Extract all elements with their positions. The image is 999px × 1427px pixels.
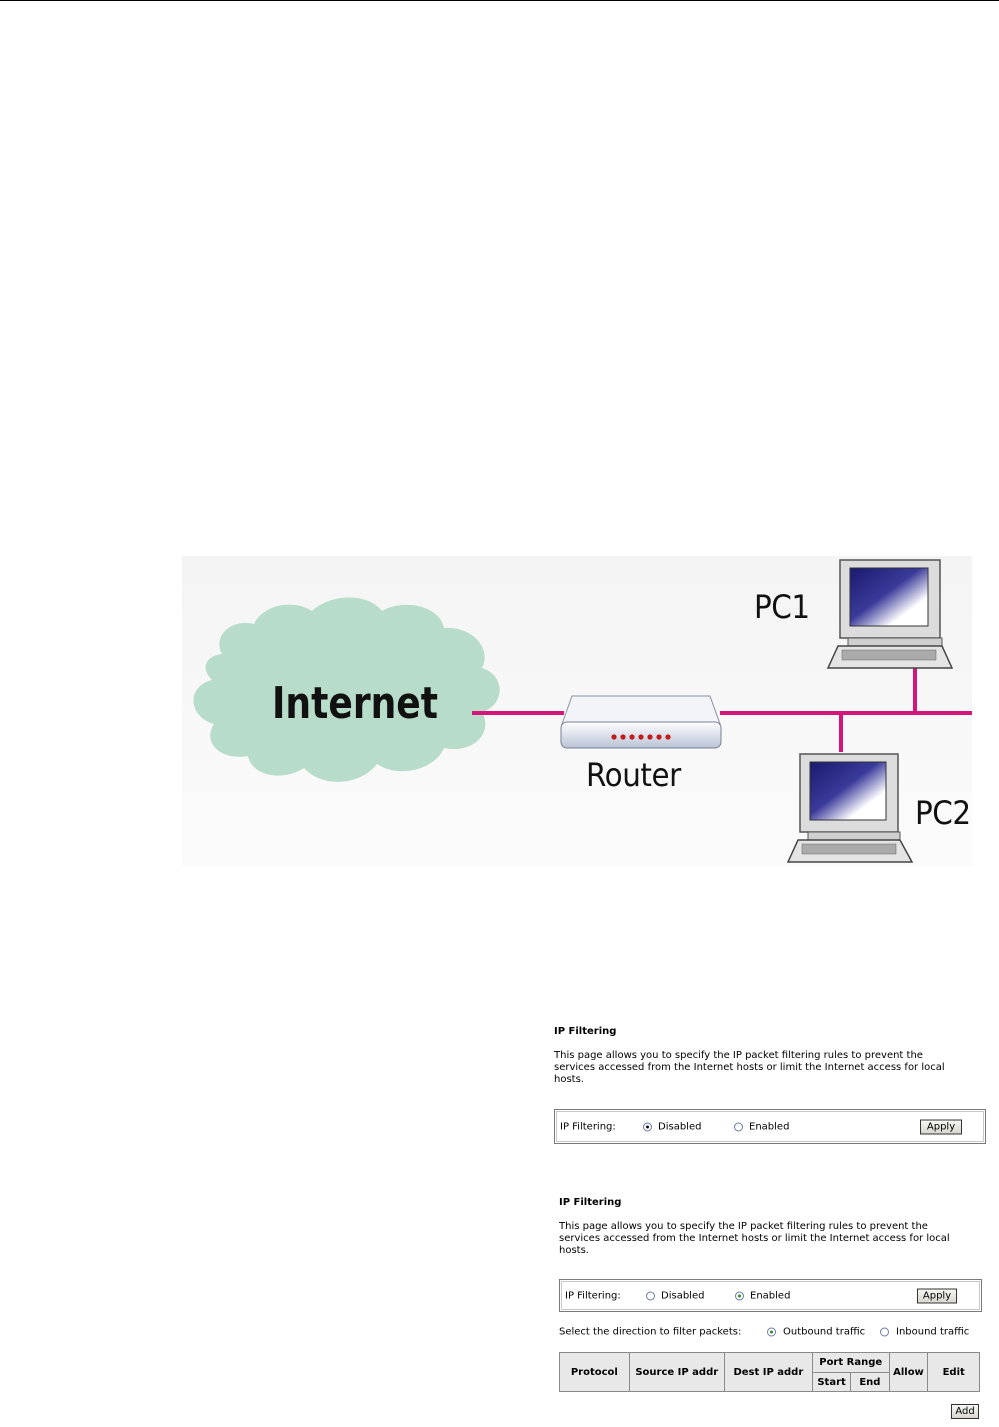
page-top-rule (0, 0, 999, 1)
direction-label: Select the direction to filter packets: (559, 1327, 741, 1338)
col-port-end: End (851, 1373, 889, 1392)
ip-filtering-field-label: IP Filtering: (565, 1290, 621, 1301)
add-rule-button[interactable]: Add (951, 1404, 979, 1419)
ip-filtering-panel-disabled: IP Filtering This page allows you to spe… (554, 1026, 986, 1146)
radio-disabled[interactable] (646, 1291, 655, 1300)
radio-inbound[interactable] (880, 1328, 889, 1337)
router-label: Router (586, 756, 681, 794)
radio-enabled-label: Enabled (749, 1121, 789, 1132)
network-diagram: Internet Router PC1 PC2 (182, 556, 972, 866)
panel-title: IP Filtering (559, 1197, 621, 1208)
col-source-ip: Source IP addr (629, 1353, 724, 1392)
panel-description: This page allows you to specify the IP p… (559, 1221, 971, 1257)
radio-disabled-label: Disabled (658, 1121, 701, 1132)
direction-row: Select the direction to filter packets: … (559, 1324, 984, 1340)
panel-description: This page allows you to specify the IP p… (554, 1050, 954, 1086)
apply-button[interactable]: Apply (917, 1288, 957, 1303)
ip-filtering-toggle-row: IP Filtering: Disabled Enabled Apply (554, 1109, 986, 1144)
radio-inbound-label: Inbound traffic (896, 1327, 969, 1338)
radio-enabled-label: Enabled (750, 1290, 790, 1301)
router-device (561, 696, 721, 748)
col-allow: Allow (889, 1353, 928, 1392)
ip-filtering-panel-enabled: IP Filtering This page allows you to spe… (559, 1197, 984, 1422)
radio-disabled-label: Disabled (661, 1290, 704, 1301)
internet-label: Internet (272, 678, 438, 729)
col-dest-ip: Dest IP addr (724, 1353, 812, 1392)
pc1-label: PC1 (754, 588, 810, 626)
panel-title: IP Filtering (554, 1026, 616, 1037)
filter-rules-table: Protocol Source IP addr Dest IP addr Por… (559, 1352, 980, 1392)
apply-button[interactable]: Apply (920, 1119, 962, 1134)
radio-enabled[interactable] (734, 1122, 743, 1131)
col-port-range: Port Range (812, 1353, 889, 1373)
ip-filtering-toggle-row: IP Filtering: Disabled Enabled Apply (559, 1279, 982, 1312)
pc1-computer (828, 560, 952, 668)
radio-enabled[interactable] (735, 1291, 744, 1300)
radio-outbound[interactable] (767, 1328, 776, 1337)
radio-disabled[interactable] (643, 1122, 652, 1131)
pc2-label: PC2 (915, 794, 971, 832)
col-protocol: Protocol (560, 1353, 630, 1392)
col-edit: Edit (928, 1353, 980, 1392)
ip-filtering-field-label: IP Filtering: (560, 1121, 616, 1132)
col-port-start: Start (812, 1373, 850, 1392)
pc2-computer (788, 754, 912, 862)
radio-outbound-label: Outbound traffic (783, 1327, 865, 1338)
